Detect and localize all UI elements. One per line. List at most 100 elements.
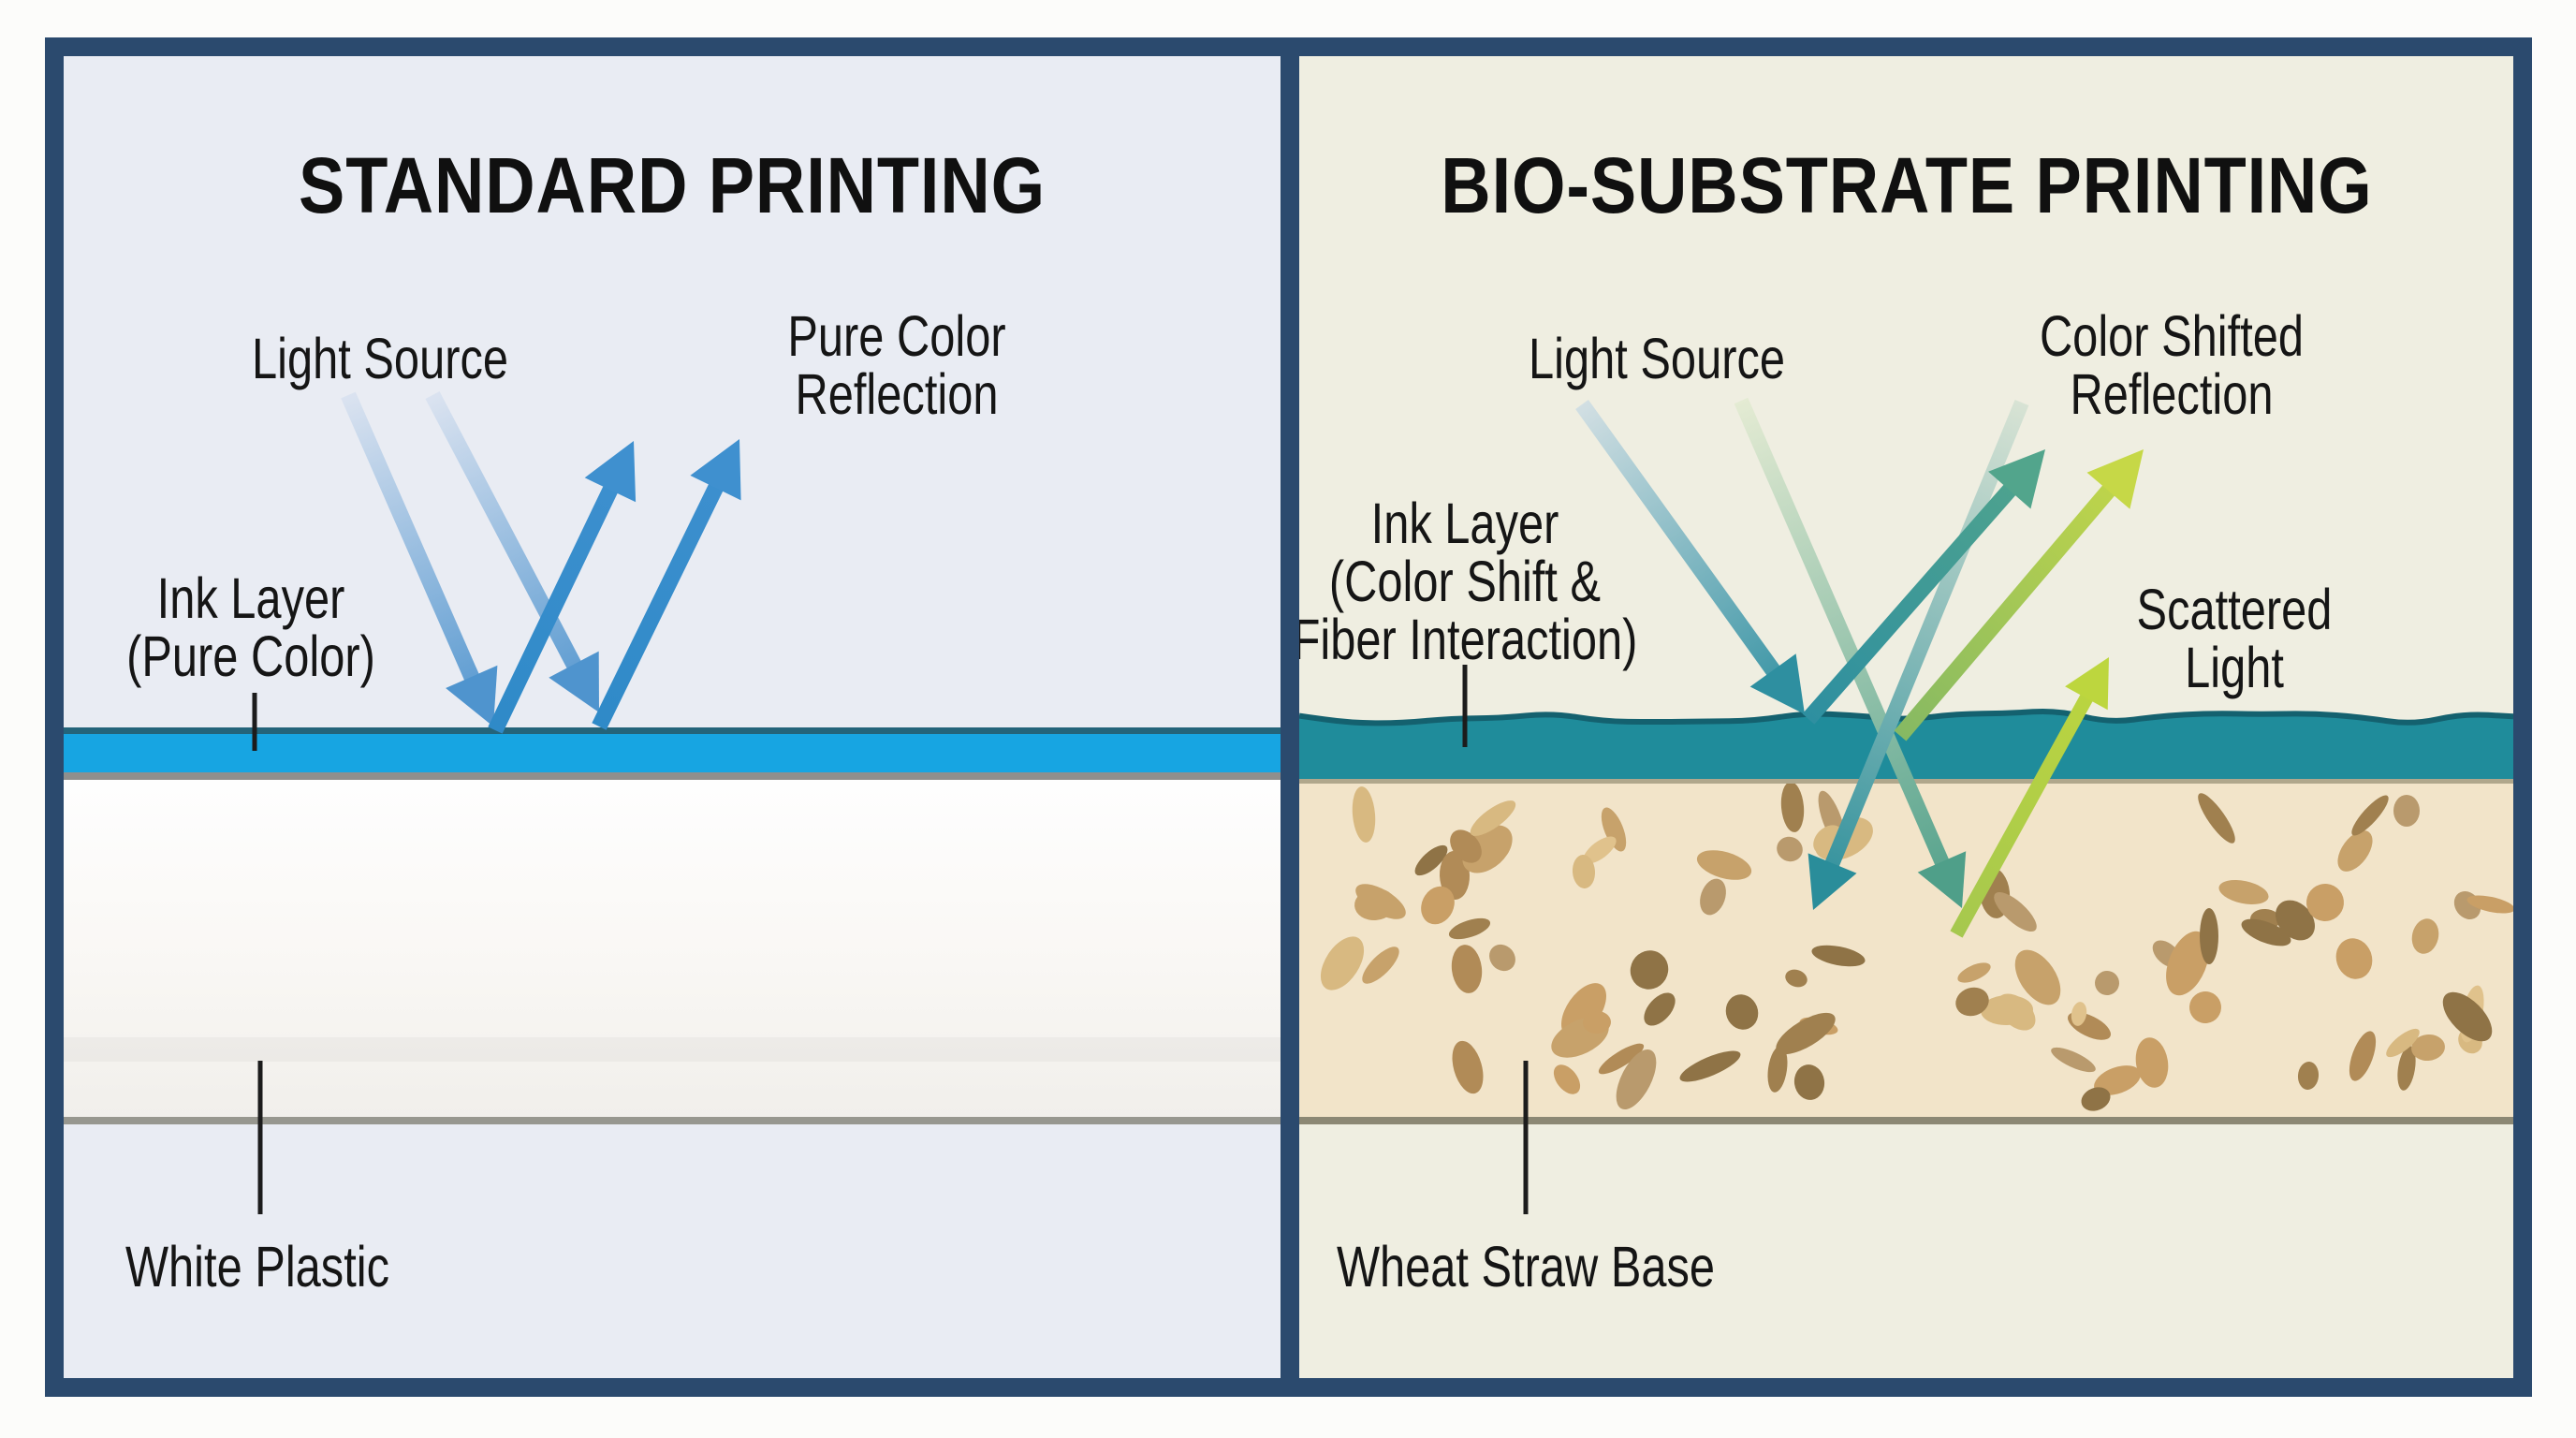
straw-fiber — [2166, 931, 2209, 996]
light-source-label: Light Source — [1529, 327, 1785, 390]
light-ray-shaft — [1822, 399, 2029, 875]
light-ray-arrowhead — [584, 441, 637, 503]
light-ray-shaft — [1734, 397, 1953, 873]
straw-fiber — [2198, 793, 2235, 844]
light-ray-shaft — [1894, 477, 2121, 741]
straw-fiber — [1630, 950, 1669, 990]
straw-fiber — [1598, 1043, 1645, 1075]
straw-fiber — [2095, 971, 2119, 995]
straw-fiber — [1470, 800, 1516, 836]
light-ray-shaft — [1802, 477, 2022, 725]
reflection-label-line2: Reflection — [795, 362, 999, 426]
reflection-label: Pure Color Reflection — [787, 307, 1005, 423]
light-source-label: Light Source — [252, 327, 508, 390]
straw-fiber — [1955, 987, 1989, 1017]
light-ray-arrowhead — [1917, 851, 1967, 908]
straw-fiber — [2349, 1031, 2377, 1081]
straw-fiber — [1780, 782, 1805, 832]
comparison-frame: STANDARD PRINTING Light Source Pure Colo… — [45, 37, 2532, 1397]
bio-light-ray-arrows — [1575, 397, 2144, 938]
light-ray-arrowhead — [1988, 449, 2045, 509]
reflection-label-line1: Color Shifted — [2039, 304, 2305, 368]
straw-fiber — [1489, 944, 1515, 972]
straw-fiber — [2335, 938, 2373, 979]
straw-fiber — [1414, 844, 1448, 876]
ink-layer-label-line3: Fiber Interaction) — [1299, 608, 1638, 671]
straw-fiber — [2081, 1087, 2111, 1111]
straw-fiber — [2306, 884, 2344, 921]
ink-layer-label: Ink Layer (Color Shift & Fiber Interacti… — [1299, 494, 1637, 668]
light-ray-arrowhead — [1808, 853, 1857, 910]
straw-fiber — [1616, 1049, 1657, 1110]
straw-fiber — [2397, 1046, 2416, 1091]
scattered-light-label-line2: Light — [2185, 636, 2284, 699]
panel-title: STANDARD PRINTING — [299, 141, 1046, 229]
straw-fiber — [1352, 786, 1376, 843]
straw-fiber — [1644, 992, 1676, 1026]
ink-layer-label-line2: (Color Shift & — [1328, 550, 1602, 613]
straw-fiber — [1362, 946, 1399, 984]
light-ray-shaft — [425, 391, 586, 677]
straw-fiber — [2218, 879, 2269, 905]
straw-fiber — [1355, 884, 1406, 919]
straw-fiber — [2411, 918, 2439, 954]
straw-fiber — [1583, 1010, 1611, 1034]
ink-layer-fill — [1299, 711, 2513, 779]
straw-fiber — [2014, 949, 2061, 1005]
light-ray-arrowhead — [1749, 653, 1805, 714]
straw-fiber — [2200, 908, 2218, 964]
straw-fiber — [1776, 1012, 1836, 1055]
standard-light-ray-arrows — [341, 391, 741, 734]
panel-title: BIO-SUBSTRATE PRINTING — [1440, 141, 2373, 229]
straw-fiber — [2466, 895, 2513, 914]
bio-substrate-printing-diagram — [1299, 397, 2513, 1214]
ink-layer-shadow — [64, 772, 1281, 780]
standard-printing-diagram — [64, 391, 1281, 1214]
panel-standard-printing: STANDARD PRINTING Light Source Pure Colo… — [64, 56, 1281, 1378]
straw-fiber — [2351, 795, 2389, 836]
light-ray-shaft — [592, 476, 727, 730]
ink-layer-label-line1: Ink Layer — [156, 566, 345, 630]
ink-layer-label-line2: (Pure Color) — [126, 624, 375, 688]
straw-fiber — [2051, 1047, 2096, 1073]
straw-fiber — [2241, 918, 2291, 946]
straw-fiber — [1767, 1046, 1788, 1093]
scattered-light-label: Scattered Light — [2137, 580, 2333, 697]
ink-layer-label: Ink Layer (Pure Color) — [126, 569, 375, 685]
straw-fiber — [1452, 1040, 1484, 1094]
straw-fiber — [1785, 969, 1808, 988]
plastic-bottom-line — [64, 1117, 1281, 1124]
white-plastic-slab — [64, 780, 1281, 1117]
straw-fiber — [1553, 1064, 1581, 1094]
panel-bio-substrate-printing: BIO-SUBSTRATE PRINTING Light Source Colo… — [1299, 56, 2513, 1378]
plastic-sheen-band — [64, 1037, 1281, 1062]
straw-fiber — [2189, 991, 2221, 1023]
straw-fiber — [2442, 991, 2493, 1042]
straw-fiber — [1994, 891, 2037, 932]
base-label: White Plastic — [124, 1235, 390, 1299]
straw-fiber — [1679, 1050, 1741, 1082]
straw-fiber — [1700, 878, 1726, 916]
light-ray-shaft — [341, 391, 483, 689]
straw-fiber — [2071, 1002, 2087, 1026]
straw-fiber — [2135, 1037, 2169, 1088]
light-ray-shaft — [1575, 400, 1786, 683]
base-label: Wheat Straw Base — [1336, 1235, 1716, 1299]
straw-fiber — [1777, 836, 1803, 862]
straw-fiber — [2411, 1034, 2445, 1062]
straw-fiber — [1448, 917, 1491, 940]
light-ray-arrowhead — [2086, 449, 2144, 509]
straw-fiber-speckles — [1320, 782, 2513, 1111]
straw-fiber — [1696, 850, 1752, 880]
straw-fiber — [2386, 1028, 2420, 1058]
reflection-label: Color Shifted Reflection — [2040, 307, 2304, 423]
straw-fiber — [1583, 836, 1617, 864]
straw-fiber — [1793, 1064, 1825, 1100]
straw-fiber — [1811, 945, 1866, 967]
straw-fiber — [1997, 993, 2036, 1031]
light-ray-arrowhead — [446, 665, 498, 726]
substrate-bottom-line — [1299, 1117, 2513, 1124]
straw-fiber — [2393, 795, 2420, 827]
light-ray-arrowhead — [2065, 657, 2109, 711]
